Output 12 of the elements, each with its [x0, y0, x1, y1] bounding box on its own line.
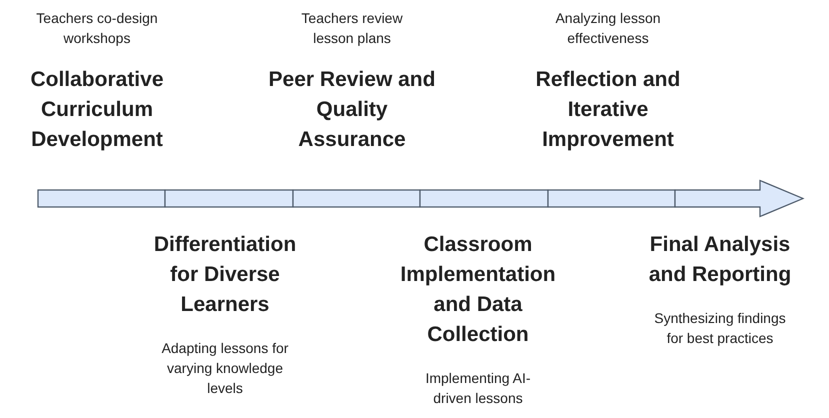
phase-description: Adapting lessons for varying knowledge levels	[160, 339, 290, 398]
phase-title: Reflection and Iterative Improvement	[534, 67, 682, 153]
phase-description: Implementing AI-driven lessons	[424, 369, 532, 408]
phase-description: Synthesizing findings for best practices	[653, 309, 787, 348]
phase-title: Peer Review and Quality Assurance	[268, 67, 436, 153]
phase-description: Teachers co-design workshops	[35, 9, 159, 48]
phase-description: Analyzing lesson effectiveness	[554, 9, 662, 48]
phase-description: Teachers review lesson plans	[300, 9, 404, 48]
phase-title: Final Analysis and Reporting	[648, 232, 792, 288]
phase-title: Differentiation for Diverse Learners	[152, 232, 298, 318]
phase-title: Classroom Implementation and Data Collection	[399, 232, 557, 348]
phase-title: Collaborative Curriculum Development	[29, 67, 165, 153]
